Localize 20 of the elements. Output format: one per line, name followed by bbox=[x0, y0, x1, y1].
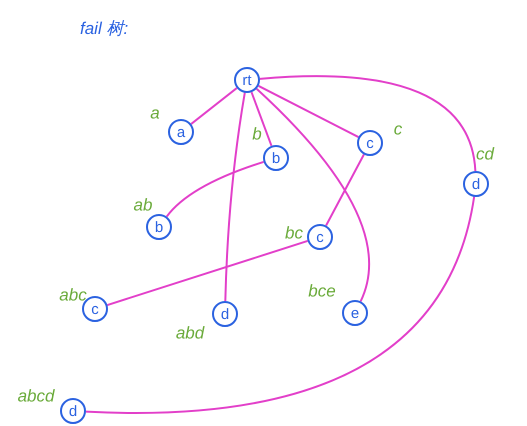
connector-line bbox=[86, 196, 476, 414]
node-label: bc bbox=[285, 224, 303, 242]
node-label: c bbox=[394, 120, 402, 138]
connector-line bbox=[166, 160, 264, 218]
connector-line bbox=[190, 87, 238, 125]
node-label: a bbox=[150, 104, 160, 122]
connector-line bbox=[107, 240, 308, 306]
node-label: ab bbox=[134, 196, 152, 214]
node-label: abd bbox=[176, 324, 204, 342]
connector-line bbox=[258, 85, 359, 138]
node-label: bce bbox=[308, 282, 336, 300]
node-label: abcd bbox=[18, 388, 54, 404]
connector-line bbox=[224, 92, 246, 302]
connector-line bbox=[325, 154, 365, 226]
node-label: cd bbox=[476, 146, 494, 162]
node-label: b bbox=[252, 126, 262, 142]
title: fail 树: bbox=[80, 18, 128, 40]
connector-line bbox=[260, 75, 476, 172]
connector-line bbox=[250, 92, 272, 146]
connector-line bbox=[256, 88, 370, 302]
